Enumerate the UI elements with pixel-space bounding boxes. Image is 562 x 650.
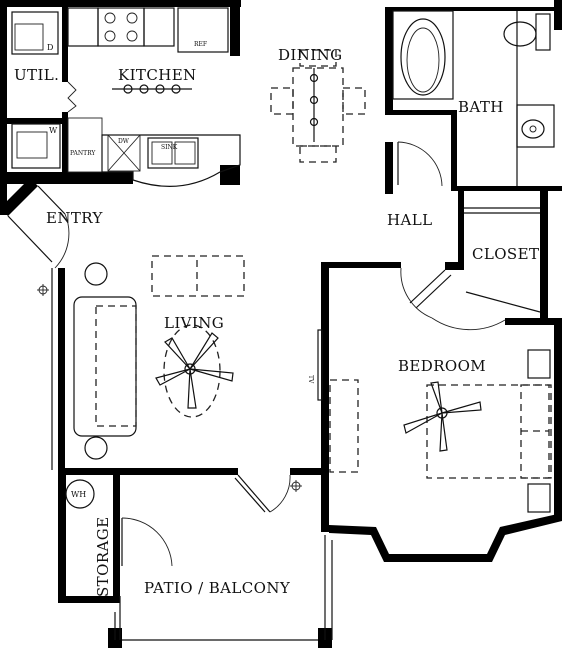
ref-label: REF xyxy=(194,41,207,48)
room-label-bedroom: BEDROOM xyxy=(398,357,486,375)
room-label-kitchen: KITCHEN xyxy=(118,66,197,84)
bath-fixtures xyxy=(392,10,555,148)
dryer-label: D xyxy=(47,43,53,52)
room-label-hall: HALL xyxy=(387,211,432,229)
living-furniture: TV xyxy=(73,255,359,473)
pantry: PANTRY xyxy=(67,117,103,173)
room-label-living: LIVING xyxy=(164,314,224,332)
room-label-entry: ENTRY xyxy=(46,209,104,227)
tv-label: TV xyxy=(307,375,314,384)
kitchen-fixtures: REF DW SINK xyxy=(67,7,241,187)
dining-table xyxy=(270,49,366,163)
room-label-bath: BATH xyxy=(458,98,504,116)
doors xyxy=(37,81,506,567)
switch-symbols xyxy=(37,284,302,492)
washer-label: W xyxy=(49,126,58,135)
thin-lines xyxy=(7,11,541,641)
room-label-dining: DINING xyxy=(278,46,343,64)
sink-label: SINK xyxy=(161,144,178,151)
room-label-closet: CLOSET xyxy=(472,245,539,263)
room-label-patio: PATIO / BALCONY xyxy=(144,579,291,597)
pantry-label: PANTRY xyxy=(70,150,96,157)
washer-dryer: D W xyxy=(11,11,61,169)
dw-label: DW xyxy=(118,138,130,145)
bedroom-furniture xyxy=(403,349,552,513)
water-heater: WH xyxy=(65,479,95,509)
wh-label: WH xyxy=(71,490,86,499)
room-labels: UTIL. KITCHEN DINING BATH ENTRY HALL CLO… xyxy=(14,46,539,597)
room-label-storage: STORAGE xyxy=(94,517,112,597)
room-label-util: UTIL. xyxy=(14,66,59,84)
